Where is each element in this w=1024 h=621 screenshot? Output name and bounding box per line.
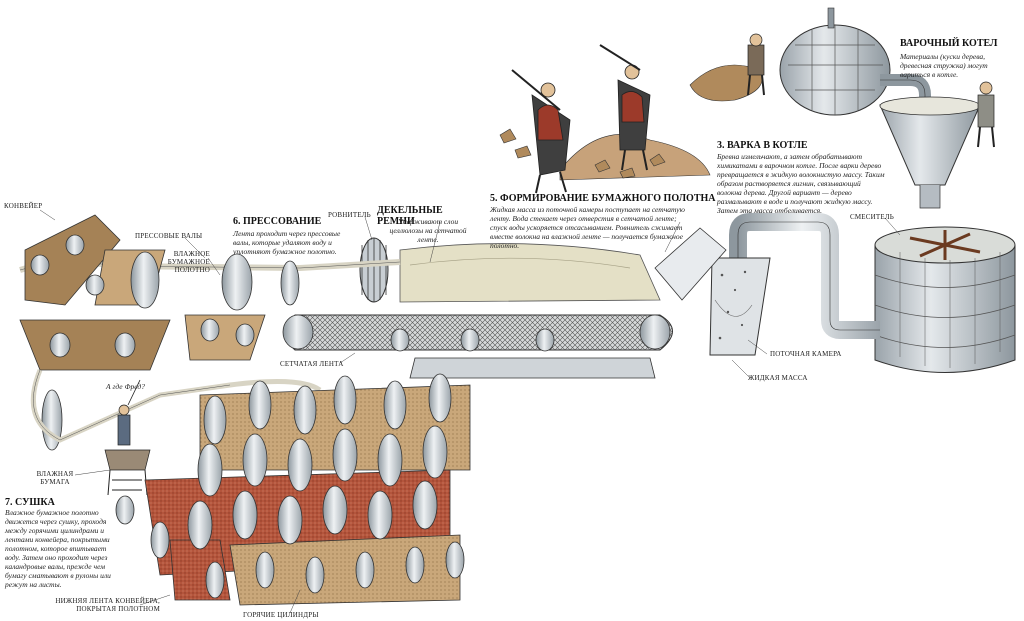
mixer bbox=[874, 226, 1016, 373]
cooking-description: Бревна измельчают, а затем обрабатывают … bbox=[717, 152, 885, 215]
mesh-belt bbox=[284, 314, 673, 351]
boiler-title: Варочный котел bbox=[900, 38, 998, 49]
press-rollers bbox=[30, 234, 300, 451]
label-wet-paper: Влажная бумага bbox=[36, 470, 74, 486]
pressing-title: 6. Прессование bbox=[233, 216, 353, 227]
pressing-number: 6. bbox=[233, 216, 241, 227]
wood-chip-pile bbox=[499, 64, 763, 181]
boiler bbox=[747, 7, 931, 116]
hot-cylinders bbox=[115, 373, 465, 599]
drying-description: Влажное бумажное полотно движется через … bbox=[5, 508, 111, 589]
deckle-pulp-sheet bbox=[399, 243, 661, 303]
funnel-worker bbox=[977, 81, 995, 148]
mesh-rollers bbox=[282, 314, 671, 352]
pressing-description: Лента проходит через прессовые валы, кот… bbox=[233, 229, 341, 256]
headbox bbox=[709, 257, 771, 356]
label-hot-cylinders: Горячие цилиндры bbox=[243, 611, 319, 619]
forming-number: 5. bbox=[490, 193, 498, 204]
boiler-description: Материалы (куски дерева, древесная струж… bbox=[900, 52, 988, 79]
cooking-title: 3. Варка в котле bbox=[717, 140, 877, 151]
label-conveyor: Конвейер bbox=[4, 202, 43, 210]
drying-title: 7. Сушка bbox=[5, 497, 95, 508]
label-press-rollers: Прессовые валы bbox=[135, 232, 203, 240]
liquid-mass-drops bbox=[718, 270, 747, 340]
drying-number: 7. bbox=[5, 497, 13, 508]
drying-name: Сушка bbox=[15, 497, 55, 508]
label-mesh-belt: Сетчатая лента bbox=[280, 360, 344, 368]
label-liquid-mass: Жидкая масса bbox=[748, 374, 808, 382]
deckle-title: Декельные ремни bbox=[377, 205, 443, 227]
forming-name: Формирование бумажного полотна bbox=[500, 193, 716, 204]
worker-with-axe-left bbox=[511, 69, 571, 194]
bleaching-funnel bbox=[879, 81, 995, 209]
label-headbox: Поточная камера bbox=[770, 350, 842, 358]
leveler bbox=[359, 237, 389, 303]
label-leveler: Ровнитель bbox=[328, 211, 371, 219]
cooking-number: 3. bbox=[717, 140, 725, 151]
leader-lines bbox=[39, 209, 901, 614]
label-mixer: Смеситель bbox=[850, 213, 894, 221]
suction-tray bbox=[409, 357, 656, 379]
speech-bubble: А где Фред? bbox=[106, 382, 145, 391]
forming-title: 5. Формирование бумажного полотна bbox=[490, 193, 720, 204]
conveyor-belt bbox=[19, 214, 266, 371]
boiler-worker bbox=[747, 33, 765, 96]
headbox-chute bbox=[654, 227, 727, 301]
pressing-name: Прессование bbox=[243, 216, 322, 227]
label-wet-sheet: Влажное бумажное полотно bbox=[167, 250, 210, 274]
mixer-blades bbox=[909, 230, 981, 260]
observer-figure bbox=[104, 379, 151, 496]
worker-with-axe-right bbox=[599, 44, 651, 171]
cooking-name: Варка в котле bbox=[727, 140, 808, 151]
deckle-description: Удерживают слои целлюлозы на сетчатой ле… bbox=[389, 217, 467, 244]
woodcutters-scene bbox=[499, 44, 763, 194]
forming-description: Жидкая масса из поточной камеры поступае… bbox=[490, 205, 685, 250]
label-lower-belt: Нижняя лента конвейера, покрытая полотно… bbox=[55, 597, 160, 613]
